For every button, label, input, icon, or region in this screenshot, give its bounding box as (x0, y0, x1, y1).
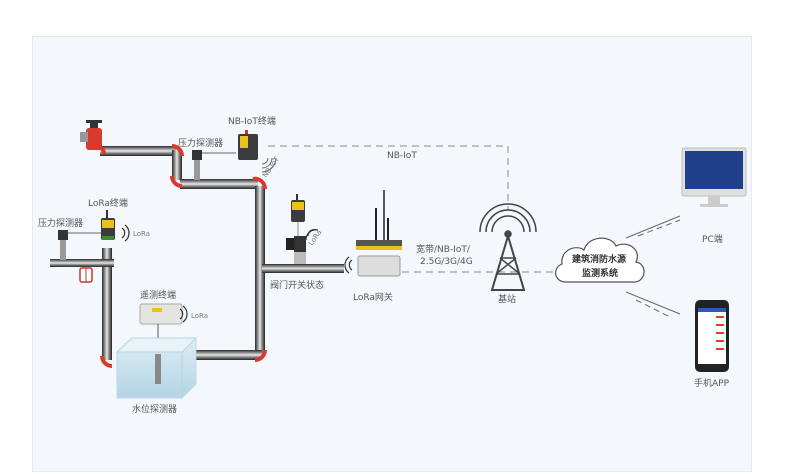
lora-gateway-label: LoRa网关 (353, 291, 393, 303)
backhaul-label-line2: 2.5G/3G/4G (420, 257, 473, 267)
pressure-detector-left-label: 压力探测器 (38, 217, 83, 229)
telemetry-terminal-label: 遥测终端 (140, 289, 176, 301)
valve-icon (286, 236, 306, 264)
telemetry-terminal-icon (139, 303, 183, 346)
lora-signal-telemetry-label: LoRa (191, 312, 208, 320)
lora-gateway-icon (356, 190, 402, 277)
nb-iot-signal-label: NB-IoT (261, 155, 281, 179)
fire-hydrant-valve-icon (80, 120, 102, 150)
pressure-detector-left-icon (58, 230, 101, 260)
sprinkler-icon (79, 267, 93, 283)
cloud-platform-label-line2: 监测系统 (582, 267, 618, 279)
cloud-to-pc-link (625, 215, 681, 239)
pc-monitor-icon (681, 147, 747, 207)
nb-iot-link-label: NB-IoT (387, 151, 417, 161)
nb-iot-link-line (268, 145, 509, 210)
cloud-platform-label-line1: 建筑消防水源 (572, 253, 626, 265)
valve-status-label: 阀门开关状态 (270, 279, 324, 291)
pressure-detector-top-icon (192, 150, 236, 180)
base-station-tower-icon (479, 203, 537, 291)
cloud-platform-icon (555, 237, 645, 283)
lora-signal-left-label: LoRa (133, 230, 150, 238)
valve-terminal-icon (291, 194, 305, 236)
nb-iot-terminal-label: NB-IoT终端 (228, 115, 276, 127)
lora-signal-gateway-icon (344, 256, 353, 274)
backhaul-label-line1: 宽带/NB-IoT/ (416, 243, 471, 255)
nb-iot-signal-icon (261, 157, 277, 173)
lora-signal-valve-icon (305, 229, 319, 241)
lora-terminal-label: LoRa终端 (88, 197, 128, 209)
nb-iot-terminal-icon (238, 130, 258, 160)
water-tank-icon (115, 337, 198, 399)
mobile-app-label: 手机APP (694, 377, 730, 389)
mobile-phone-icon (695, 300, 729, 372)
pressure-detector-top-label: 压力探测器 (178, 137, 223, 149)
pc-client-label: PC端 (702, 233, 723, 245)
lora-signal-telemetry-icon (179, 305, 188, 323)
water-level-detector-label: 水位探测器 (132, 403, 177, 415)
pipe-network (50, 144, 344, 368)
lora-signal-left-icon (121, 224, 130, 242)
cloud-to-app-link (625, 291, 681, 319)
lora-terminal-left-icon (101, 210, 115, 240)
base-station-label: 基站 (498, 293, 516, 305)
